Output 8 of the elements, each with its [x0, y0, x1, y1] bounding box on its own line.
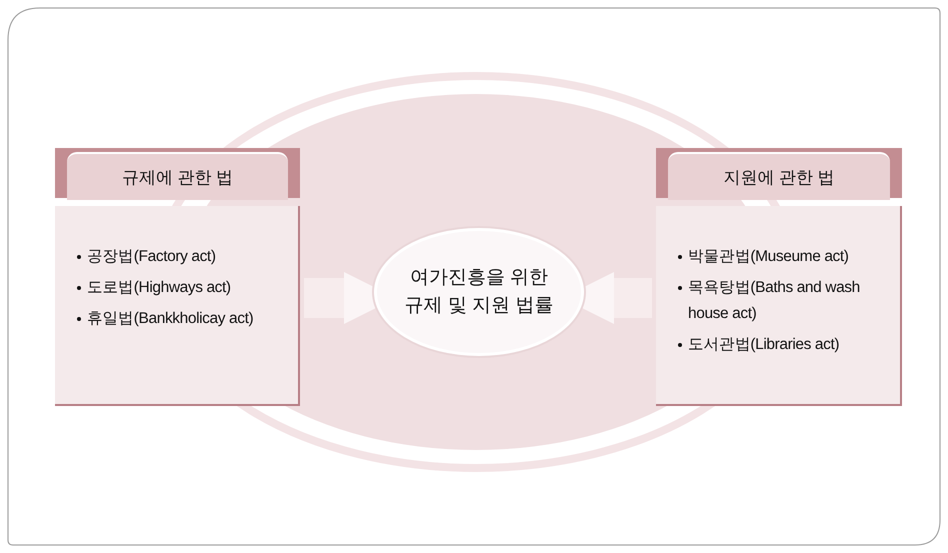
list-item: 목욕탕법(Baths and wash house act): [688, 278, 861, 324]
list-item: 도로법(Highways act): [87, 278, 232, 298]
list-item: 박물관법(Museume act): [688, 247, 850, 267]
panel-heading-tab: 규제에 관한 법: [67, 152, 288, 200]
list-item: 도서관법(Libraries act): [688, 335, 840, 355]
list-item: 공장법(Factory act): [87, 247, 217, 267]
panel-heading-tab: 지원에 관한 법: [668, 152, 890, 200]
list-item: 휴일법(Bankkholicay act): [87, 309, 254, 329]
